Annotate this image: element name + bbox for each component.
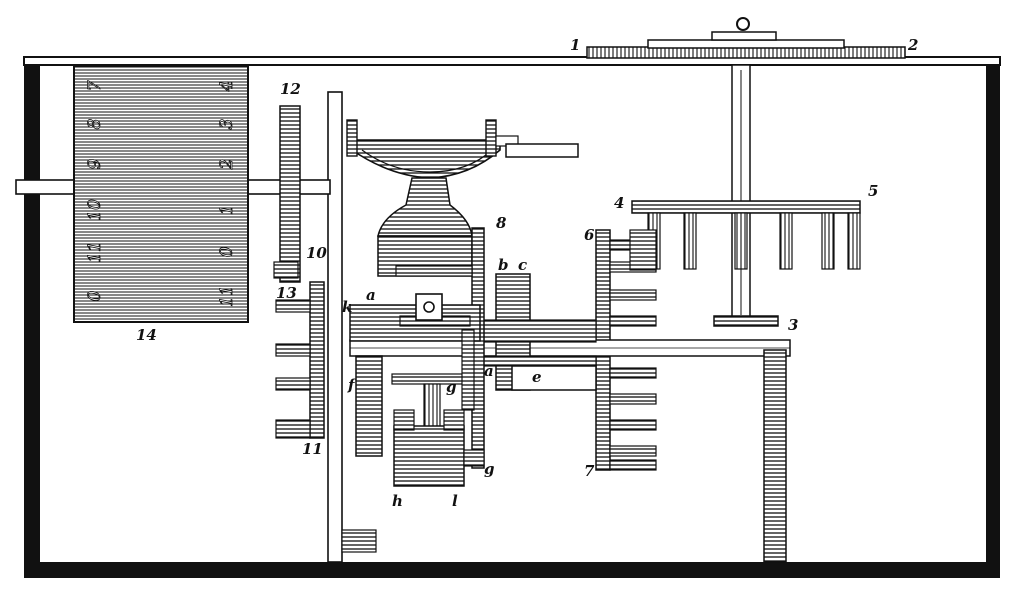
dial-left-5: 0 xyxy=(85,290,105,301)
label-3: 3 xyxy=(788,316,798,334)
frame-rod xyxy=(327,91,343,563)
drum-14 xyxy=(73,65,249,323)
dial-right-5: 11 xyxy=(217,285,237,307)
label-c: c xyxy=(518,256,527,274)
top-crank-disc xyxy=(586,17,906,59)
label-f: f xyxy=(347,376,357,394)
dial-right-0: 4 xyxy=(217,81,237,93)
casing-floor xyxy=(24,562,1000,578)
label-13: 13 xyxy=(276,284,297,302)
dial-left-1: 8 xyxy=(85,118,105,129)
label-g-mid: g xyxy=(446,378,457,396)
gear-h-l xyxy=(393,425,465,487)
dial-left-4: 11 xyxy=(85,241,105,263)
label-7: 7 xyxy=(584,462,595,480)
label-b: b xyxy=(498,256,509,274)
label-e: e xyxy=(532,368,542,386)
label-10: 10 xyxy=(306,244,327,262)
hopper-8 xyxy=(346,119,579,469)
sleeve-bc xyxy=(475,273,597,391)
label-8: 8 xyxy=(496,214,507,232)
casing xyxy=(23,56,1001,578)
dial-right-4: 0 xyxy=(217,246,237,257)
gear-10-11 xyxy=(275,281,325,439)
label-2: 2 xyxy=(907,36,918,54)
dial-left-0: 7 xyxy=(85,80,105,91)
label-k: k xyxy=(342,298,352,316)
label-a-top: a xyxy=(366,286,376,304)
pinion-3 xyxy=(713,315,779,327)
label-g-low: g xyxy=(484,460,495,478)
central-mechanism xyxy=(349,293,485,487)
hopper-lever xyxy=(505,143,579,158)
support-column xyxy=(763,349,787,563)
drum-dial-right: 4 3 2 1 0 11 xyxy=(217,80,238,307)
crown-gear-5 xyxy=(631,200,861,270)
label-l: l xyxy=(452,492,458,510)
dial-right-1: 3 xyxy=(217,119,237,130)
label-11: 11 xyxy=(302,440,323,458)
label-6: 6 xyxy=(584,226,595,244)
diagram-labels: 1 2 3 4 5 6 7 8 10 11 12 13 14 a a b c e… xyxy=(136,36,918,510)
dial-right-3: 1 xyxy=(217,205,237,216)
ratchet-wheel-12 xyxy=(279,105,301,283)
box-e xyxy=(511,365,597,391)
label-5: 5 xyxy=(868,182,878,200)
label-12: 12 xyxy=(280,80,301,98)
label-1: 1 xyxy=(570,36,580,54)
drum-dial-left: 7 8 9 10 11 0 xyxy=(85,80,106,302)
dial-right-2: 2 xyxy=(217,159,237,171)
casing-top-plate xyxy=(23,56,1001,66)
casing-left-wall xyxy=(24,58,40,578)
crank-knob xyxy=(736,17,750,31)
casing-right-wall xyxy=(986,58,1000,578)
dial-left-3: 10 xyxy=(85,199,105,221)
label-4: 4 xyxy=(614,194,624,212)
dial-left-2: 9 xyxy=(85,158,105,169)
label-14: 14 xyxy=(136,326,157,344)
label-h: h xyxy=(392,492,403,510)
label-a-low: a xyxy=(484,362,494,380)
